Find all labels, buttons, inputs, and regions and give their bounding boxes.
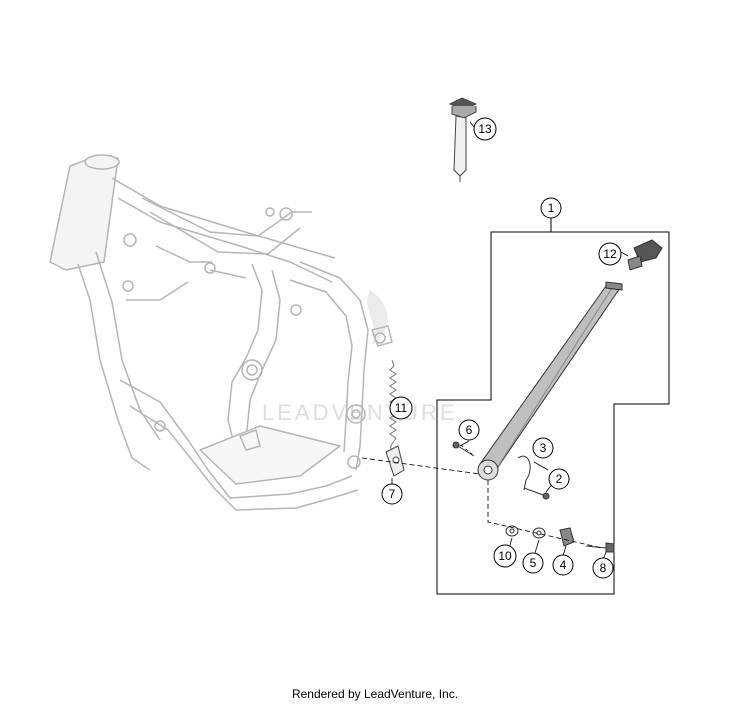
- callout-11: 11: [389, 396, 413, 420]
- foot-pad-part: [627, 239, 663, 271]
- callout-12: 12: [598, 242, 622, 266]
- callout-7: 7: [381, 483, 403, 505]
- callout-4: 4: [552, 554, 574, 576]
- washer-10-part: [505, 525, 519, 537]
- svg-text:10: 10: [498, 549, 512, 563]
- watermark: LEADVENTURE: [262, 290, 458, 425]
- watermark-text: LEADVENTURE: [262, 400, 458, 425]
- svg-text:7: 7: [389, 487, 396, 501]
- bolt-small-part: [452, 441, 475, 457]
- svg-text:2: 2: [556, 472, 563, 486]
- callout-1: 1: [540, 197, 562, 219]
- svg-text:11: 11: [395, 401, 408, 415]
- bolt-2-part: [523, 487, 550, 500]
- callout-13: 13: [473, 117, 497, 141]
- callout-5: 5: [522, 552, 544, 574]
- bushing-4-part: [559, 527, 575, 547]
- hook-part: [517, 455, 531, 491]
- svg-text:4: 4: [560, 558, 567, 572]
- footer-credit: Rendered by LeadVenture, Inc.: [291, 687, 459, 701]
- svg-text:13: 13: [478, 122, 492, 136]
- callout-10: 10: [493, 544, 517, 568]
- callout-3: 3: [532, 437, 554, 459]
- svg-text:8: 8: [600, 561, 607, 575]
- svg-text:12: 12: [603, 247, 617, 261]
- svg-text:5: 5: [530, 556, 537, 570]
- svg-text:1: 1: [548, 201, 555, 215]
- washer-plate-part: [385, 445, 405, 477]
- svg-text:3: 3: [540, 441, 547, 455]
- assembly-box: [436, 218, 670, 595]
- callout-8: 8: [592, 557, 614, 579]
- callout-6: 6: [458, 419, 480, 441]
- motorcycle-frame: [49, 154, 393, 511]
- side-stand-part: [477, 281, 623, 481]
- callouts: 1 2 3 4 5 6 7 8: [381, 117, 622, 579]
- svg-text:6: 6: [466, 423, 473, 437]
- callout-2: 2: [548, 468, 570, 490]
- tool-part: [448, 97, 478, 182]
- washer-5-part: [532, 527, 546, 539]
